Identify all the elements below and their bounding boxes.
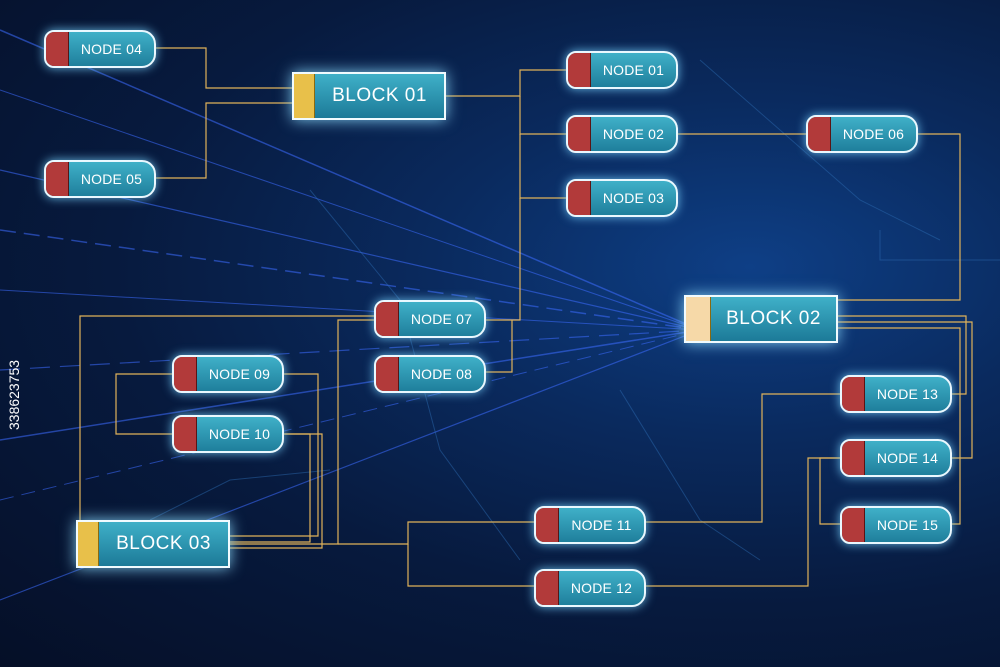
node-label: NODE 05 (80, 171, 143, 187)
node-label: NODE 11 (571, 517, 632, 533)
node-cap (842, 508, 865, 542)
node-12[interactable]: NODE 12 (534, 569, 646, 607)
node-label: NODE 09 (208, 366, 271, 382)
node-label: NODE 04 (80, 41, 143, 57)
block-tab (686, 297, 711, 341)
node-label: NODE 08 (410, 366, 473, 382)
node-cap (536, 571, 559, 605)
node-label: NODE 03 (602, 190, 665, 206)
block-label: BLOCK 02 (726, 308, 821, 329)
node-label: NODE 15 (876, 517, 939, 533)
node-11[interactable]: NODE 11 (534, 506, 646, 544)
node-14[interactable]: NODE 14 (840, 439, 952, 477)
node-cap (842, 377, 865, 411)
block-01[interactable]: BLOCK 01 (292, 72, 446, 120)
block-label: BLOCK 03 (116, 533, 211, 554)
node-10[interactable]: NODE 10 (172, 415, 284, 453)
node-label: NODE 13 (876, 386, 939, 402)
node-label: NODE 02 (602, 126, 665, 142)
node-07[interactable]: NODE 07 (374, 300, 486, 338)
node-cap (842, 441, 865, 475)
node-cap (536, 508, 559, 542)
node-cap (808, 117, 831, 151)
node-label: NODE 10 (208, 426, 271, 442)
node-09[interactable]: NODE 09 (172, 355, 284, 393)
node-05[interactable]: NODE 05 (44, 160, 156, 198)
block-02[interactable]: BLOCK 02 (684, 295, 838, 343)
node-label: NODE 14 (876, 450, 939, 466)
node-cap (568, 53, 591, 87)
node-01[interactable]: NODE 01 (566, 51, 678, 89)
block-label: BLOCK 01 (332, 85, 427, 106)
node-04[interactable]: NODE 04 (44, 30, 156, 68)
node-label: NODE 06 (842, 126, 905, 142)
node-02[interactable]: NODE 02 (566, 115, 678, 153)
node-cap (376, 357, 399, 391)
node-label: NODE 12 (570, 580, 633, 596)
node-13[interactable]: NODE 13 (840, 375, 952, 413)
node-cap (568, 181, 591, 215)
connector-lines (76, 47, 973, 587)
node-label: NODE 07 (410, 311, 473, 327)
block-03[interactable]: BLOCK 03 (76, 520, 230, 568)
stock-id-label: 338623753 (6, 359, 22, 430)
node-06[interactable]: NODE 06 (806, 115, 918, 153)
node-cap (568, 117, 591, 151)
block-tab (294, 74, 315, 118)
node-03[interactable]: NODE 03 (566, 179, 678, 217)
node-cap (174, 417, 197, 451)
node-cap (46, 162, 69, 196)
node-cap (376, 302, 399, 336)
node-15[interactable]: NODE 15 (840, 506, 952, 544)
node-cap (174, 357, 197, 391)
node-label: NODE 01 (602, 62, 665, 78)
node-08[interactable]: NODE 08 (374, 355, 486, 393)
block-tab (78, 522, 99, 566)
node-cap (46, 32, 69, 66)
